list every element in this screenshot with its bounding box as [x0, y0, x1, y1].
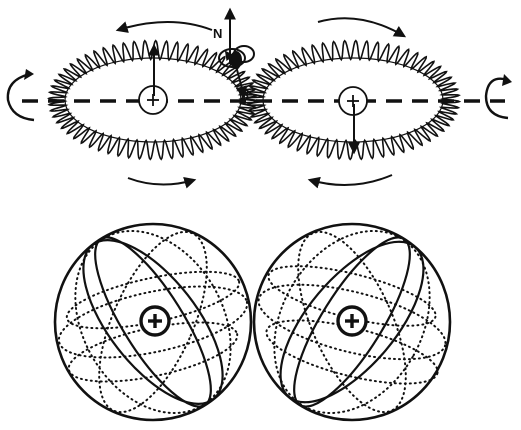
rotation-right-icon: [486, 74, 512, 118]
gear-right-top-rotation-arrow: [318, 18, 404, 36]
gear-right-bottom-rotation-arrow: [310, 175, 392, 185]
north-label: N: [213, 26, 222, 41]
rotation-left-icon: [8, 69, 34, 120]
gear-left-top-rotation-arrow: [118, 22, 212, 30]
gear-left-bottom-rotation-arrow: [128, 178, 194, 185]
sphere-left: [44, 203, 262, 430]
radius-label: R: [241, 87, 250, 101]
sphere-right: [243, 203, 461, 430]
